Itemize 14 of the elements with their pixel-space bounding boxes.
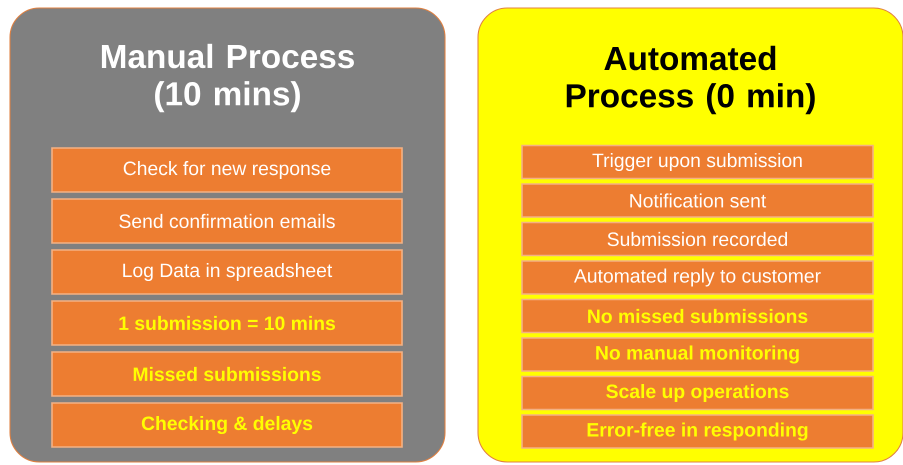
process-box: Automated reply to customer bbox=[521, 260, 874, 295]
process-box: Check for new response bbox=[51, 147, 403, 193]
process-box: Missed submissions bbox=[51, 351, 403, 397]
process-box: Send confirmation emails bbox=[51, 198, 403, 244]
process-box: Trigger upon submission bbox=[521, 144, 874, 180]
process-box: Error-free in responding bbox=[521, 414, 874, 449]
process-box: Notification sent bbox=[521, 183, 874, 218]
process-box: 1 submission = 10 mins bbox=[51, 300, 403, 346]
process-box: No missed submissions bbox=[521, 298, 874, 334]
process-box: Submission recorded bbox=[521, 222, 874, 256]
process-box: Scale up operations bbox=[521, 376, 874, 410]
process-box: Checking & delays bbox=[51, 402, 403, 448]
process-box: No manual monitoring bbox=[521, 337, 874, 372]
process-box: Log Data in spreadsheet bbox=[51, 249, 403, 295]
